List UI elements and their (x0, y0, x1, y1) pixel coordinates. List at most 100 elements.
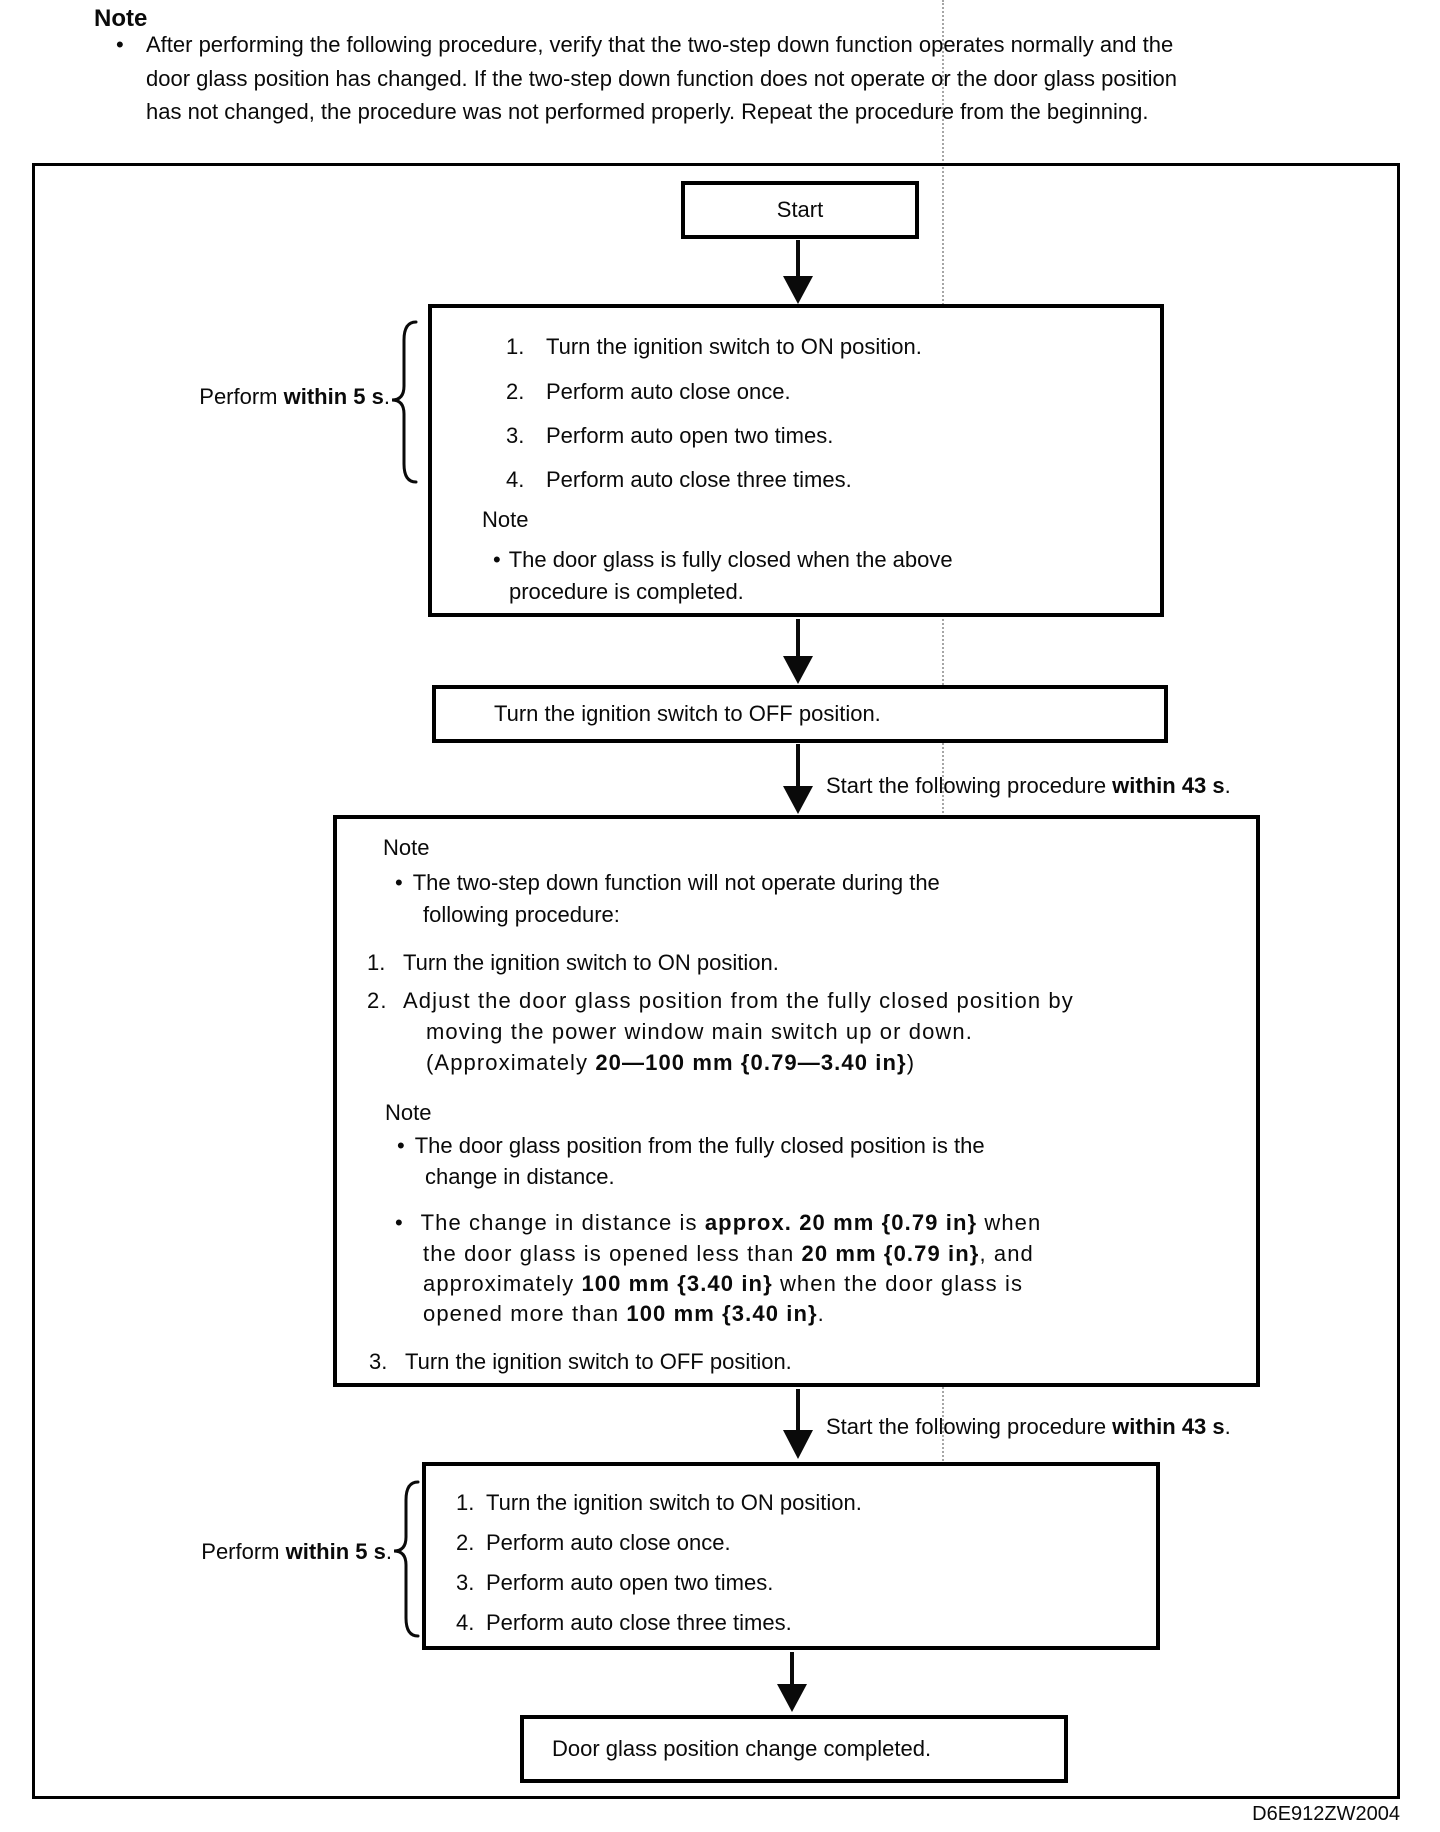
text-segment: ) (906, 1050, 916, 1075)
box-note-heading: Note (482, 507, 529, 532)
start-label: Start (776, 197, 824, 222)
process-box-adjust: Note • The two-step down function will no… (333, 815, 1260, 1387)
item-number: 3. (456, 1570, 475, 1595)
item-text: Adjust the door glass position from the … (403, 988, 1074, 1013)
text-segment-bold: 20—100 mm {0.79—3.40 in} (595, 1050, 907, 1075)
item-number: 4. (456, 1610, 475, 1635)
item-text: Perform auto open two times. (546, 423, 834, 448)
page-note-line-3: has not changed, the procedure was not p… (146, 99, 1149, 124)
box-note-line: • The door glass is fully closed when the… (493, 547, 953, 573)
note-text: The door glass is fully closed when the … (508, 547, 953, 572)
process-box-steps-2: 1. Turn the ignition switch to ON positio… (422, 1462, 1160, 1650)
timing-label-2-suf: . (1224, 1414, 1231, 1439)
item-text: Perform auto close three times. (546, 467, 852, 492)
list-item: 3. Perform auto open two times. (506, 423, 833, 449)
list-item: 1. Turn the ignition switch to ON positio… (456, 1490, 862, 1516)
list-item: 1. Turn the ignition switch to ON positio… (506, 334, 922, 360)
item-text: Turn the ignition switch to ON position. (486, 1490, 862, 1515)
item-number: 4. (506, 467, 525, 492)
bullet-icon: • (397, 1133, 405, 1158)
item-text: Turn the ignition switch to OFF position… (405, 1349, 792, 1374)
process-box-steps-1: 1. Turn the ignition switch to ON positio… (428, 304, 1164, 617)
timing-label-1: Start the following procedure within 43 … (826, 773, 1231, 799)
box-note-heading: Note (385, 1100, 432, 1125)
timing-label-1-suf: . (1224, 773, 1231, 798)
box-note-heading: Note (383, 835, 430, 860)
timing-label-1-pre: Start the following procedure (826, 773, 1113, 798)
timing-label-2-pre: Start the following procedure (826, 1414, 1113, 1439)
text-segment: approximately (423, 1271, 582, 1296)
text-segment-bold: approx. 20 mm {0.79 in} (704, 1210, 978, 1235)
item-text: Perform auto close once. (486, 1530, 731, 1555)
box-note-line: • The change in distance is approx. 20 m… (395, 1210, 1041, 1236)
box-note-line: following procedure: (423, 902, 620, 927)
text-segment: the door glass is opened less than (423, 1241, 802, 1266)
item-continuation: (Approximately 20—100 mm {0.79—3.40 in}) (426, 1050, 915, 1076)
list-item: 3. Perform auto open two times. (456, 1570, 773, 1596)
text-segment: The change in distance is (420, 1210, 705, 1235)
text-segment-bold: 20 mm {0.79 in} (801, 1241, 980, 1266)
text-segment: when (977, 1210, 1042, 1235)
timing-label-2: Start the following procedure within 43 … (826, 1414, 1231, 1440)
item-text: Turn the ignition switch to ON position. (403, 950, 779, 975)
text-segment: . (817, 1301, 825, 1326)
box-note-line: change in distance. (425, 1164, 615, 1189)
item-text: Turn the ignition switch to ON position. (546, 334, 922, 359)
text-segment: opened more than (423, 1301, 627, 1326)
text-segment-bold: 100 mm {3.40 in} (581, 1271, 773, 1296)
perform-label-1-bold: within 5 s (283, 384, 384, 409)
perform-label-2-bold: within 5 s (285, 1539, 386, 1564)
item-number: 2. (456, 1530, 475, 1555)
flowchart-frame (32, 163, 1400, 1799)
text-segment: (Approximately (426, 1050, 596, 1075)
item-number: 1. (456, 1490, 475, 1515)
item-text: Perform auto open two times. (486, 1570, 774, 1595)
perform-label-2-suf: . (385, 1539, 392, 1564)
ignition-off-label: Turn the ignition switch to OFF position… (494, 701, 881, 726)
item-number: 1. (506, 334, 525, 359)
process-box-ignition-off: Turn the ignition switch to OFF position… (432, 685, 1168, 743)
bullet-icon: • (395, 1210, 404, 1235)
box-note-line: approximately 100 mm {3.40 in} when the … (423, 1271, 1023, 1297)
end-label: Door glass position change completed. (552, 1736, 932, 1761)
list-item: 2. Perform auto close once. (506, 379, 791, 405)
item-number: 3. (369, 1349, 388, 1374)
perform-label-2-pre: Perform (201, 1539, 286, 1564)
list-item: 2. Adjust the door glass position from th… (367, 988, 1074, 1014)
note-text: The door glass position from the fully c… (414, 1133, 985, 1158)
perform-label-2: Perform within 5 s. (150, 1539, 392, 1565)
page-note-line-2: door glass position has changed. If the … (146, 66, 1177, 91)
note-bullet: • (116, 32, 124, 57)
item-number: 2. (367, 988, 388, 1013)
bullet-icon: • (395, 870, 403, 895)
perform-label-1-suf: . (383, 384, 390, 409)
list-item: 4. Perform auto close three times. (506, 467, 852, 493)
start-box: Start (681, 181, 919, 239)
list-item: 4. Perform auto close three times. (456, 1610, 792, 1636)
list-item: 3. Turn the ignition switch to OFF positi… (369, 1349, 792, 1375)
box-note-line: the door glass is opened less than 20 mm… (423, 1241, 1034, 1267)
bullet-icon: • (493, 547, 501, 572)
box-note-line: opened more than 100 mm {3.40 in}. (423, 1301, 825, 1327)
item-text: Perform auto close once. (546, 379, 791, 404)
item-text: Perform auto close three times. (486, 1610, 792, 1635)
item-number: 3. (506, 423, 525, 448)
item-number: 2. (506, 379, 525, 404)
list-item: 1. Turn the ignition switch to ON positio… (367, 950, 779, 976)
text-segment: , and (979, 1241, 1034, 1266)
figure-code: D6E912ZW2004 (1252, 1803, 1400, 1825)
box-note-line: procedure is completed. (509, 579, 744, 604)
box-note-line: • The two-step down function will not ope… (395, 870, 940, 896)
timing-label-2-bold: within 43 s (1112, 1414, 1225, 1439)
end-box: Door glass position change completed. (520, 1715, 1068, 1783)
list-item: 2. Perform auto close once. (456, 1530, 731, 1556)
page-note-line-1: After performing the following procedure… (146, 32, 1174, 57)
text-segment: when the door glass is (772, 1271, 1024, 1296)
page-note-heading: Note (94, 5, 148, 32)
timing-label-1-bold: within 43 s (1112, 773, 1225, 798)
note-text: The two-step down function will not oper… (412, 870, 940, 895)
perform-label-1: Perform within 5 s. (148, 384, 390, 410)
text-segment-bold: 100 mm {3.40 in} (626, 1301, 818, 1326)
item-number: 1. (367, 950, 386, 975)
